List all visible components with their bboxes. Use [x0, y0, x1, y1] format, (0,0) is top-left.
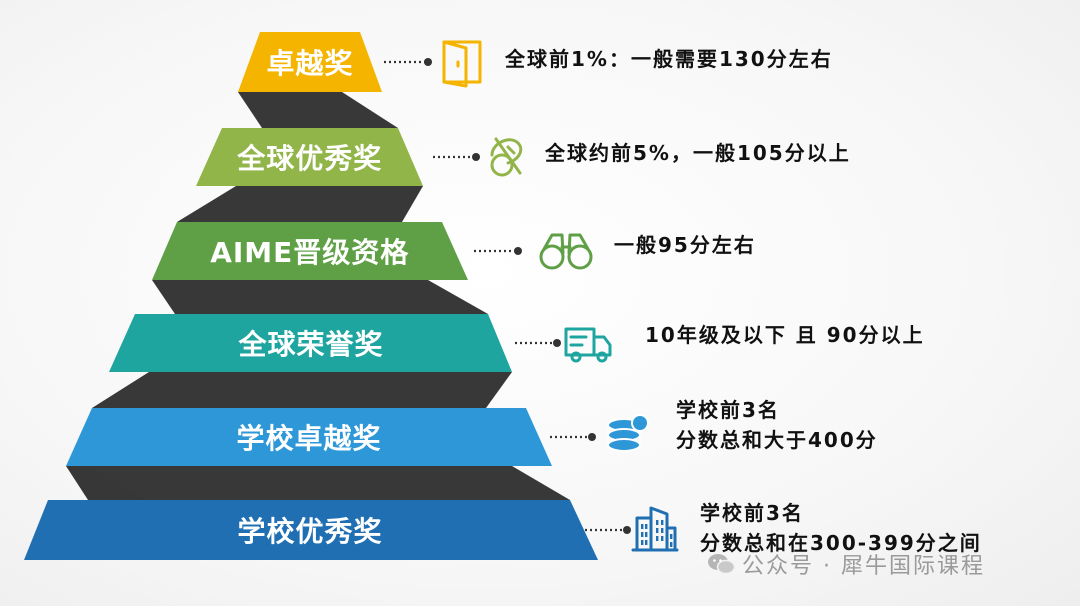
- tier-label: 全球优秀奖: [237, 142, 383, 175]
- connector-dot: [514, 247, 522, 255]
- tier-shadow-strip: [152, 280, 488, 314]
- location-pin-icon: [490, 137, 523, 177]
- tier-band: [152, 222, 468, 280]
- tier-description-line: 分数总和大于400分: [676, 428, 878, 452]
- tier-description-line: 全球约前5%，一般105分以上: [545, 141, 851, 165]
- tier-label: AIME晋级资格: [210, 236, 410, 269]
- door-icon: [442, 40, 482, 88]
- watermark: 公众号 · 犀牛国际课程: [706, 548, 985, 580]
- tier-description-line: 学校前3名: [700, 501, 804, 525]
- connector-dot: [472, 153, 480, 161]
- connector-dot: [588, 433, 596, 441]
- tier-description-line: 10年级及以下 且 90分以上: [645, 323, 925, 347]
- tier-description-line: 学校前3名: [676, 398, 780, 422]
- connector-dot: [553, 339, 561, 347]
- tier-description: 全球约前5%，一般105分以上: [545, 138, 851, 168]
- coins-icon: [607, 414, 649, 452]
- tier-description: 10年级及以下 且 90分以上: [645, 320, 925, 350]
- tier-label: 学校优秀奖: [237, 515, 383, 548]
- wechat-icon: [708, 554, 736, 575]
- buildings-icon: [631, 506, 679, 552]
- tier-label: 学校卓越奖: [236, 422, 382, 455]
- tier-label: 卓越奖: [266, 47, 354, 80]
- watermark-text: 公众号 · 犀牛国际课程: [742, 554, 985, 579]
- tier-shadow-strip: [66, 466, 570, 500]
- tier-description: 全球前1%：一般需要130分左右: [505, 44, 833, 74]
- tier-description: 学校前3名分数总和在300-399分之间: [700, 498, 982, 558]
- tier-shadow-strip: [92, 372, 512, 408]
- tier-shadow-strip: [177, 186, 423, 222]
- tier-band: [238, 32, 382, 92]
- truck-icon: [564, 327, 612, 363]
- tier-shadow-strip: [238, 92, 398, 128]
- tier-description: 一般95分左右: [614, 230, 756, 260]
- tier-description-line: 一般95分左右: [614, 233, 756, 257]
- binoculars-icon: [539, 233, 593, 270]
- tier-band: [66, 408, 552, 466]
- tier-band: [24, 500, 598, 560]
- tier-description-line: 全球前1%：一般需要130分左右: [505, 47, 833, 71]
- connector-dot: [424, 58, 432, 66]
- tier-description-line: 分数总和在300-399分之间: [700, 531, 982, 555]
- tier-band: [196, 128, 423, 186]
- tier-band: [109, 314, 512, 372]
- connector-dot: [623, 526, 631, 534]
- tier-description: 学校前3名分数总和大于400分: [676, 395, 878, 455]
- tier-label: 全球荣誉奖: [238, 328, 384, 361]
